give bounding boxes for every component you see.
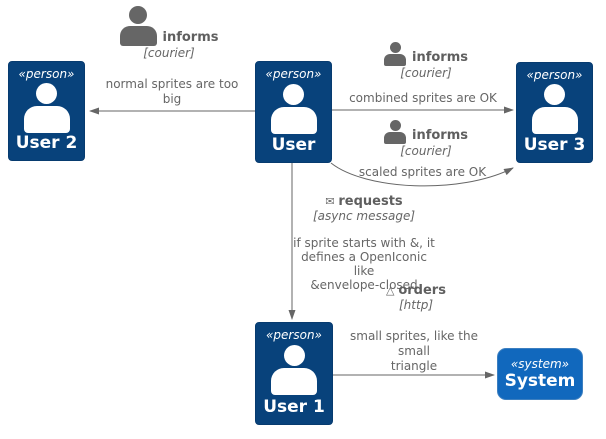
edge-label-scaled-sprites: scaled sprites are OK bbox=[358, 165, 487, 179]
person-icon bbox=[23, 82, 70, 133]
edge-verb: informs bbox=[412, 128, 468, 143]
arrow-user-to-user3-scaled bbox=[330, 162, 514, 187]
edge-protocol: [courier] bbox=[143, 46, 195, 60]
node-user2: «person» User 2 bbox=[8, 61, 85, 161]
node-name: User 1 bbox=[263, 397, 325, 417]
edge-verb: informs bbox=[412, 50, 468, 65]
edge-label-informs-combined: informs [courier] bbox=[384, 42, 468, 80]
node-name: User 3 bbox=[523, 135, 586, 155]
edge-label-informs-top-left: informs [courier] bbox=[116, 6, 222, 60]
person-icon bbox=[384, 120, 406, 144]
edge-verb: informs bbox=[162, 30, 219, 45]
person-icon bbox=[531, 84, 578, 134]
edge-label-informs-scaled: informs [courier] bbox=[384, 120, 468, 158]
edge-label-combined-sprites: combined sprites are OK bbox=[349, 91, 497, 105]
node-name: System bbox=[504, 371, 576, 391]
person-icon bbox=[271, 345, 317, 395]
edge-protocol: [http] bbox=[399, 298, 433, 312]
person-icon bbox=[384, 42, 406, 66]
person-icon bbox=[270, 83, 317, 134]
edge-label-small-sprites: small sprites, like the small triangle bbox=[350, 329, 478, 373]
edge-label-requests: ✉ requests [async message] bbox=[293, 194, 435, 224]
node-user1: «person» User 1 bbox=[255, 322, 333, 425]
stereotype: «person» bbox=[265, 67, 322, 81]
node-user3: «person» User 3 bbox=[516, 62, 593, 163]
edge-label-orders: △ orders [http] bbox=[378, 283, 454, 313]
node-name: User 2 bbox=[15, 133, 78, 153]
stereotype: «system» bbox=[510, 357, 570, 371]
stereotype: «person» bbox=[526, 68, 583, 82]
edge-protocol: [async message] bbox=[312, 209, 416, 223]
edge-protocol: [courier] bbox=[400, 66, 452, 80]
edge-note-sprite-syntax: if sprite starts with &, it defines a Op… bbox=[293, 236, 435, 292]
person-icon bbox=[119, 6, 157, 46]
node-name: User bbox=[271, 135, 316, 155]
edge-protocol: [courier] bbox=[400, 144, 452, 158]
edge-label-normal-sprites: normal sprites are too big bbox=[105, 77, 239, 106]
triangle-icon: △ bbox=[386, 284, 395, 297]
node-system: «system» System bbox=[497, 348, 583, 400]
edge-verb: orders bbox=[398, 283, 446, 298]
node-user: «person» User bbox=[255, 61, 332, 163]
stereotype: «person» bbox=[266, 328, 322, 342]
stereotype: «person» bbox=[18, 67, 75, 81]
envelope-icon: ✉ bbox=[325, 195, 335, 208]
edge-verb: requests bbox=[338, 194, 403, 209]
